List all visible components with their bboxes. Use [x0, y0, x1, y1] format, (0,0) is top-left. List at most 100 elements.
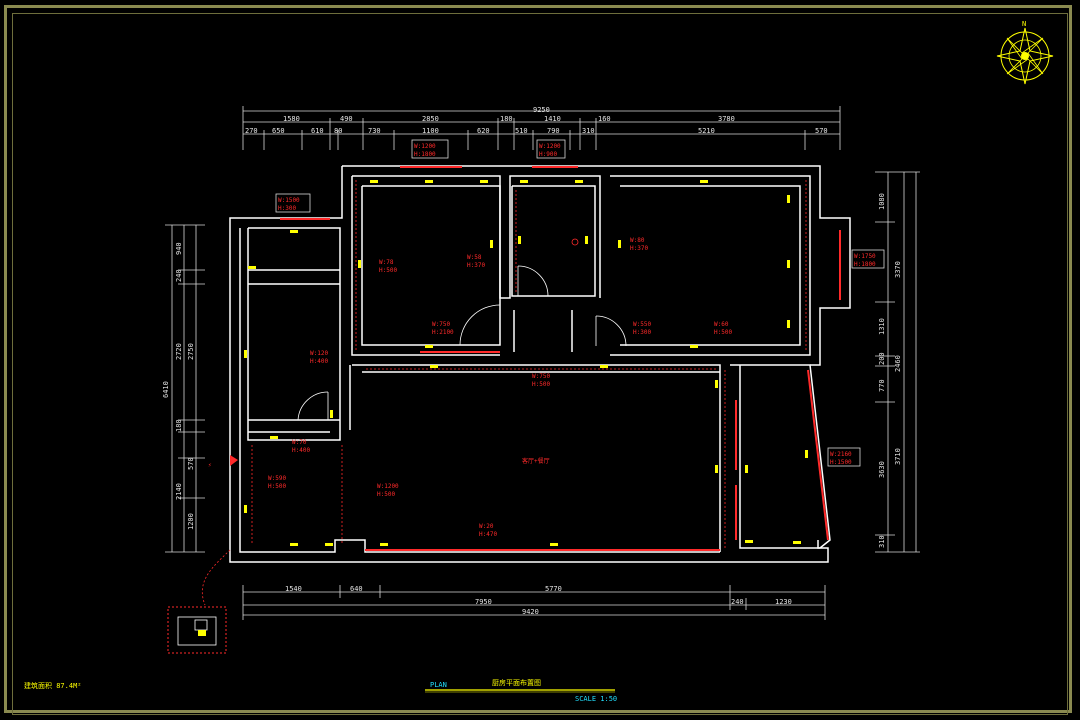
- svg-text:80: 80: [334, 127, 342, 135]
- svg-text:H:400: H:400: [292, 447, 310, 454]
- svg-text:W:20: W:20: [479, 523, 494, 530]
- top-row1-dims: 1580 490 2850 180 1410 160 3780: [283, 115, 735, 123]
- svg-text:570: 570: [815, 127, 828, 135]
- svg-text:790: 790: [547, 127, 560, 135]
- svg-text:H:470: H:470: [479, 531, 497, 538]
- svg-text:2720: 2720: [175, 343, 183, 360]
- bottom-dimensions: [242, 585, 826, 620]
- svg-text:2850: 2850: [422, 115, 439, 123]
- svg-text:H:500: H:500: [377, 491, 395, 498]
- svg-text:5210: 5210: [698, 127, 715, 135]
- svg-text:W:2160: W:2160: [830, 451, 852, 458]
- left-total-dim: 6410: [162, 381, 170, 398]
- svg-text:W:1200: W:1200: [539, 143, 561, 150]
- svg-text:⚡: ⚡: [208, 462, 212, 469]
- yellow-ticks: [244, 180, 808, 546]
- svg-text:W:60: W:60: [714, 321, 729, 328]
- scale-label: SCALE 1:50: [575, 695, 617, 703]
- svg-text:W:120: W:120: [310, 350, 328, 357]
- svg-text:160: 160: [598, 115, 611, 123]
- svg-text:240: 240: [731, 598, 744, 606]
- window-tags: [275, 139, 885, 467]
- svg-text:200: 200: [878, 352, 886, 365]
- svg-text:620: 620: [477, 127, 490, 135]
- top-total-dim: 9250: [533, 106, 550, 114]
- svg-text:W:1750: W:1750: [854, 253, 876, 260]
- wall-note-labels: W:78 H:500 W:58 H:370 W:80 H:370 W:60 H:…: [268, 237, 732, 538]
- svg-text:H:2100: H:2100: [432, 329, 454, 336]
- bottom-total-dim: 9420: [522, 608, 539, 616]
- compass-rose-icon: N: [996, 20, 1054, 85]
- svg-text:610: 610: [311, 127, 324, 135]
- svg-text:490: 490: [340, 115, 353, 123]
- svg-text:H:370: H:370: [467, 262, 485, 269]
- svg-text:2460: 2460: [894, 355, 902, 372]
- svg-text:1580: 1580: [283, 115, 300, 123]
- right-part-dims: 1080 3370 1310 200 2460 770 3630 3710 31…: [878, 193, 902, 548]
- left-dimensions: [165, 224, 205, 553]
- svg-text:H:300: H:300: [633, 329, 651, 336]
- window-marks: [280, 166, 841, 551]
- svg-text:1310: 1310: [878, 318, 886, 335]
- drawing-border-outer: [4, 5, 1072, 713]
- svg-text:570: 570: [187, 457, 195, 470]
- svg-text:W:590: W:590: [268, 475, 286, 482]
- ceiling-light-icon: [571, 238, 579, 246]
- svg-text:1540: 1540: [285, 585, 302, 593]
- svg-text:510: 510: [515, 127, 528, 135]
- svg-text:W:550: W:550: [633, 321, 651, 328]
- right-dimensions: [875, 171, 920, 553]
- svg-text:1200: 1200: [187, 513, 195, 530]
- exterior-walls: [229, 165, 851, 563]
- left-part-dims: 940 240 2720 2750 180 570 2140 1200: [175, 242, 195, 530]
- svg-text:H:1800: H:1800: [414, 151, 436, 158]
- svg-text:H:400: H:400: [310, 358, 328, 365]
- svg-text:180: 180: [175, 419, 183, 432]
- door-swings: [297, 265, 627, 421]
- svg-text:240: 240: [175, 269, 183, 282]
- drawing-title: 厨房平面布置图: [492, 678, 541, 687]
- svg-text:1410: 1410: [544, 115, 561, 123]
- area-note: 建筑面积 87.4M²: [24, 681, 82, 690]
- svg-text:W:750: W:750: [432, 321, 450, 328]
- plan-label: PLAN: [430, 681, 447, 689]
- bottom-row1-dims: 1540 640 5770: [285, 585, 562, 593]
- svg-text:7950: 7950: [475, 598, 492, 606]
- svg-text:3780: 3780: [718, 115, 735, 123]
- svg-text:3710: 3710: [894, 448, 902, 465]
- window-tag-labels: W:1200 H:1800 W:1200 H:900 W:1500 H:300 …: [278, 143, 876, 466]
- svg-text:H:500: H:500: [379, 267, 397, 274]
- svg-text:180: 180: [500, 115, 513, 123]
- svg-text:640: 640: [350, 585, 363, 593]
- dotted-lines: [201, 180, 807, 606]
- svg-text:H:1800: H:1800: [854, 261, 876, 268]
- svg-text:H:900: H:900: [539, 151, 557, 158]
- svg-text:W:70: W:70: [292, 439, 307, 446]
- svg-text:H:500: H:500: [714, 329, 732, 336]
- svg-text:1100: 1100: [422, 127, 439, 135]
- drawing-border-inner: [12, 13, 1068, 715]
- svg-text:270: 270: [245, 127, 258, 135]
- svg-text:W:58: W:58: [467, 254, 482, 261]
- svg-text:H:1500: H:1500: [830, 459, 852, 466]
- electric-meter-icon: ⚡: [208, 455, 238, 469]
- svg-text:310: 310: [878, 535, 886, 548]
- living-room-label: 客厅+餐厅: [522, 457, 550, 465]
- svg-text:2750: 2750: [187, 343, 195, 360]
- top-dimensions: [242, 106, 841, 150]
- svg-text:650: 650: [272, 127, 285, 135]
- svg-text:N: N: [1022, 20, 1026, 28]
- svg-text:770: 770: [878, 379, 886, 392]
- utility-box: [167, 606, 227, 654]
- svg-text:1230: 1230: [775, 598, 792, 606]
- svg-text:H:500: H:500: [268, 483, 286, 490]
- svg-text:W:1200: W:1200: [414, 143, 436, 150]
- svg-text:730: 730: [368, 127, 381, 135]
- svg-text:W:80: W:80: [630, 237, 645, 244]
- svg-text:2140: 2140: [175, 483, 183, 500]
- svg-text:1080: 1080: [878, 193, 886, 210]
- svg-text:940: 940: [175, 242, 183, 255]
- svg-text:310: 310: [582, 127, 595, 135]
- svg-text:H:500: H:500: [532, 381, 550, 388]
